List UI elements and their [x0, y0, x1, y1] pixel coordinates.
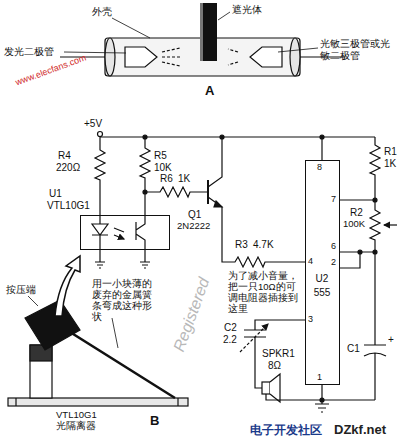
shutter [202, 3, 217, 61]
component-ref: R3 [235, 239, 248, 251]
leader-line [112, 318, 118, 348]
optoisolator-box: U1VTL10G1 [80, 215, 170, 250]
junction [220, 135, 224, 139]
note: 为了减小音量，把一只10Ω的可调电阻器插接到这里 [228, 271, 304, 315]
component-ref: R1 [384, 146, 397, 158]
component-value: 8Ω [268, 360, 281, 372]
supply-label: +5V [84, 118, 102, 130]
junction [373, 250, 377, 254]
timer-ic-box: U2 555 [305, 160, 340, 385]
light-rays [228, 49, 238, 65]
junction [143, 135, 147, 139]
pin-number: 2 [331, 257, 336, 267]
part-name: 遮光体 [232, 4, 262, 16]
screw [15, 398, 16, 406]
pointer-arrow [55, 256, 80, 316]
resistor-symbol [145, 187, 208, 197]
schematic-wires [92, 132, 397, 413]
screw [177, 398, 178, 406]
led-symbol [92, 215, 108, 262]
opto-isolator-body [30, 345, 52, 398]
potentiometer-wiper [384, 224, 397, 225]
pin-number: 8 [317, 162, 322, 172]
part-name: 发光二极管 [4, 46, 54, 58]
speaker-symbol [262, 382, 270, 394]
node-label: VTL10G1 [47, 200, 90, 212]
housing-end [105, 38, 115, 76]
watermark: Registered [170, 275, 214, 354]
capacitor-symbol [364, 345, 386, 400]
pusher-block [25, 300, 80, 350]
polarity-mark: + [388, 334, 394, 346]
pin-number: 6 [331, 241, 336, 251]
emitter-r3-wire [208, 197, 305, 267]
pin-number: 7 [331, 194, 336, 204]
component-value: 10K [154, 162, 172, 174]
junction [320, 135, 324, 139]
transistor-collector [208, 137, 222, 187]
pin-number: 3 [308, 314, 313, 324]
part-name: VTL10G1 光隔离器 [56, 410, 104, 432]
junction [373, 198, 377, 202]
housing-end [290, 38, 300, 76]
variable-resistor-arrow [240, 324, 268, 352]
figure-letter: B [150, 414, 159, 429]
resistor-symbol [95, 137, 105, 215]
junction [320, 398, 324, 402]
component-ref: Q1 [188, 209, 201, 221]
ground-symbol [140, 262, 150, 268]
component-ref: R6 [160, 173, 173, 185]
component-value: 1K [384, 158, 396, 170]
photo-transistor-body [250, 47, 282, 67]
pin-number: 1 [317, 372, 322, 382]
node-label: U1 [49, 188, 62, 200]
component-ref: C2 [224, 322, 237, 334]
part-name: 按压端 [6, 284, 36, 296]
photo-transistor-symbol [136, 215, 145, 262]
node-label: U2 [316, 273, 329, 285]
emitter-arrow [214, 201, 222, 207]
component-value: 1K [178, 173, 190, 185]
leader-line [28, 296, 38, 306]
watermark: 电子开发社区 [250, 424, 322, 438]
component-value: 4.7K [253, 239, 274, 251]
component-value: 100K [343, 219, 365, 230]
base-plate [8, 398, 188, 406]
pin-wire [340, 252, 375, 268]
watermark: www.elecfans.com [14, 53, 88, 88]
terminal [98, 132, 103, 137]
component-ref: R4 [58, 150, 71, 162]
supply-rail [100, 136, 375, 137]
leader-lines [64, 12, 318, 53]
spring-strip [60, 322, 175, 398]
component-value: 2N2222 [177, 221, 210, 232]
ground-symbol [315, 385, 329, 412]
watermark: DZkf.net [334, 423, 386, 438]
resistor-chain [370, 137, 380, 345]
ground-symbol [95, 262, 105, 268]
figure-letter: A [205, 84, 214, 99]
part-name: 光敏三极管或光敏二极管 [320, 38, 392, 61]
note: 用一小块薄的废弃的金属簧条弯成这种形状 [92, 279, 160, 323]
part-name: 外壳 [92, 6, 112, 18]
component-value: 220Ω [56, 162, 80, 174]
node-label: 555 [314, 287, 331, 299]
pin-wire [321, 137, 322, 160]
shutter-edge [200, 3, 203, 61]
component-ref: R2 [350, 207, 363, 219]
junction [358, 250, 362, 254]
led-body [125, 47, 157, 67]
component-value: 2.2 [223, 334, 237, 346]
speaker-cone [270, 374, 280, 402]
component-ref: SPKR1 [262, 348, 295, 360]
transistor-base [207, 180, 209, 204]
resistor-symbol [140, 137, 150, 215]
light-arrows [114, 228, 124, 239]
light-rays [162, 48, 182, 66]
pin-number: 4 [308, 256, 313, 266]
switch-sketch [8, 256, 188, 406]
pin-wire [340, 199, 375, 200]
component-ref: R5 [154, 150, 167, 162]
component-ref: C1 [347, 343, 360, 355]
